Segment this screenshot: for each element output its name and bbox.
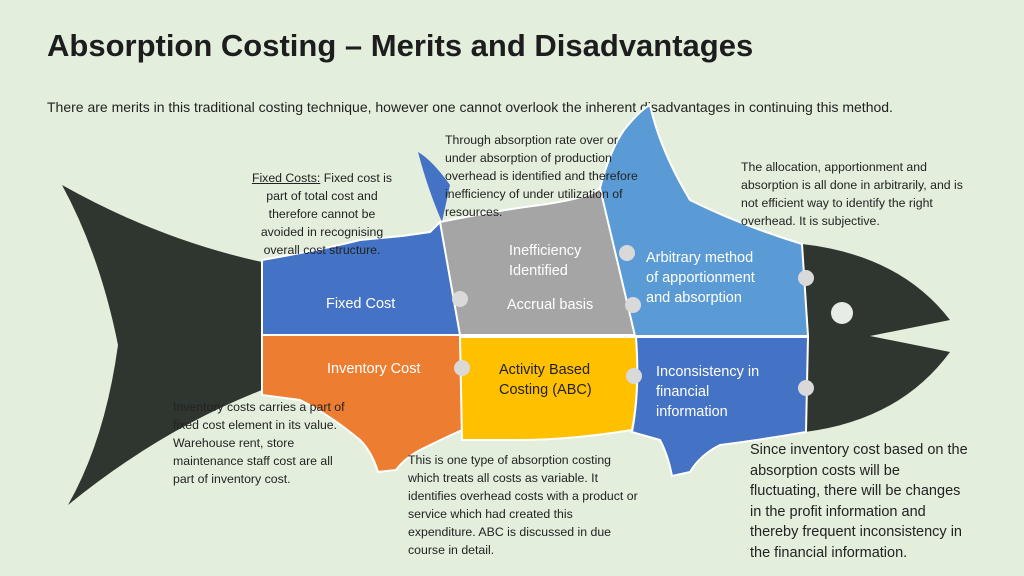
note-allocation-l3: not efficient way to identify the right <box>741 196 933 210</box>
note-fixed-costs-l5: overall cost structure. <box>263 243 381 257</box>
note-fixed-costs-l1: Fixed cost is <box>320 171 393 185</box>
note-fixed-costs: Fixed Costs: Fixed cost is part of total… <box>242 169 402 259</box>
note-absorption-rate-l2: under absorption of production <box>445 151 612 165</box>
connector-dot <box>619 245 635 261</box>
note-inconsistency-l6: the financial information. <box>750 544 908 561</box>
note-abc-l1: This is one type of absorption costing <box>408 453 612 467</box>
note-inconsistency-l2: absorption costs will be <box>750 462 900 479</box>
note-abc-l5: expenditure. ABC is discussed in due <box>408 525 612 539</box>
connector-dot <box>626 368 642 384</box>
fin-top <box>418 152 450 222</box>
label-arbitrary-l2: of apportionment <box>646 270 755 286</box>
note-inventory-l3: Warehouse rent, store <box>173 436 295 450</box>
note-allocation-l1: The allocation, apportionment and <box>741 160 927 174</box>
note-fixed-costs-l4: avoided in recognising <box>260 225 384 239</box>
note-absorption-rate-l4: inefficiency of under utilization of <box>445 187 623 201</box>
note-allocation: The allocation, apportionment and absorp… <box>741 158 1011 230</box>
note-fixed-costs-l2: part of total cost and <box>266 189 378 203</box>
note-allocation-l2: absorption is all done in arbitrarily, a… <box>741 178 963 192</box>
label-accrual-basis: Accrual basis <box>507 297 594 313</box>
note-inventory-l5: part of inventory cost. <box>173 472 291 486</box>
page-title: Absorption Costing – Merits and Disadvan… <box>47 28 754 63</box>
label-inconsistency-l3: information <box>656 404 728 420</box>
segment-inconsistency <box>630 336 810 478</box>
label-inconsistency-l1: Inconsistency in <box>656 364 760 380</box>
label-inefficiency-l2: Identified <box>509 263 568 279</box>
note-fixed-costs-l3: therefore cannot be <box>268 207 376 221</box>
fish-head <box>802 244 950 432</box>
segment-arbitrary <box>598 103 810 337</box>
label-arbitrary-l1: Arbitrary method <box>646 250 754 266</box>
page-subtitle: There are merits in this traditional cos… <box>47 99 893 115</box>
label-abc-l2: Costing (ABC) <box>499 382 592 398</box>
fish-eye <box>831 302 853 324</box>
segment-inventory-cost <box>261 334 464 474</box>
note-absorption-rate: Through absorption rate over or under ab… <box>445 131 685 221</box>
label-inconsistency-l2: financial <box>656 384 710 400</box>
label-inventory-cost: Inventory Cost <box>327 361 421 377</box>
note-absorption-rate-l5: resources. <box>445 205 503 219</box>
note-abc-l6: course in detail. <box>408 543 495 557</box>
note-inventory-l2: fixed cost element in its value. <box>173 418 338 432</box>
note-fixed-costs-heading: Fixed Costs: <box>251 171 321 185</box>
note-abc-l3: identifies overhead costs with a product… <box>408 489 638 503</box>
note-absorption-rate-l3: overhead is identified and therefore <box>445 169 638 183</box>
note-abc: This is one type of absorption costing w… <box>408 451 688 559</box>
connector-dot <box>625 297 641 313</box>
note-inconsistency-l4: in the profit information and <box>750 503 926 520</box>
note-allocation-l4: overhead. It is subjective. <box>741 214 880 228</box>
note-inventory-l1: Inventory costs carries a part of <box>173 400 345 414</box>
note-absorption-rate-l1: Through absorption rate over or <box>445 133 618 147</box>
connector-dot <box>798 380 814 396</box>
fish-tail <box>62 185 262 505</box>
connector-dot <box>452 291 468 307</box>
label-inefficiency-l1: Inefficiency <box>509 243 582 259</box>
note-inconsistency-l5: thereby frequent inconsistency in <box>750 524 962 541</box>
connector-dot <box>798 270 814 286</box>
note-abc-l2: which treats all costs as variable. It <box>408 471 598 485</box>
connector-dot <box>454 360 470 376</box>
note-abc-l4: service which had created this <box>408 507 573 521</box>
note-inventory: Inventory costs carries a part of fixed … <box>173 398 383 488</box>
label-abc-l1: Activity Based <box>499 362 591 378</box>
label-arbitrary-l3: and absorption <box>646 290 742 306</box>
note-inconsistency-l3: fluctuating, there will be changes <box>750 483 961 500</box>
note-inconsistency-l1: Since inventory cost based on the <box>750 442 968 458</box>
label-fixed-cost: Fixed Cost <box>326 296 396 312</box>
note-inventory-l4: maintenance staff cost are all <box>173 454 333 468</box>
note-inconsistency: Since inventory cost based on the absorp… <box>750 440 1015 564</box>
